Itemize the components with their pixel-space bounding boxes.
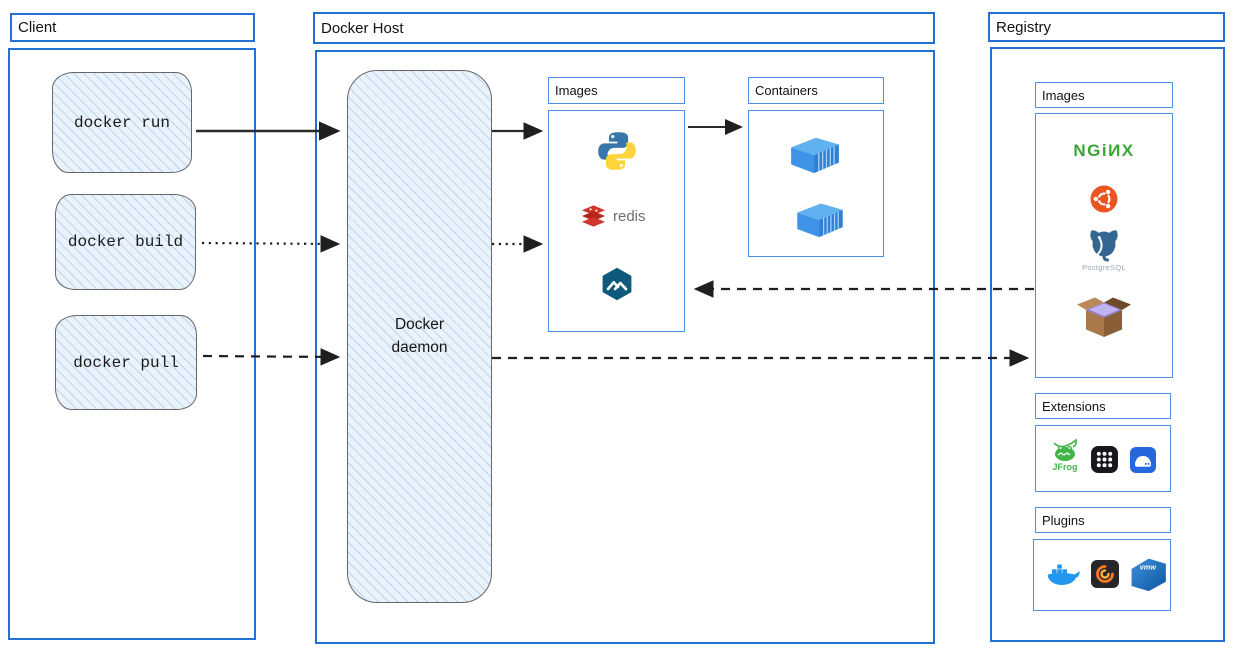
redis-label: redis [613,208,646,225]
registry-images-title-label: Images [1042,87,1085,103]
registry-title-label: Registry [996,18,1052,36]
registry-images-panel-title: Images [1035,82,1173,108]
vmware-label: vmw [1140,563,1158,572]
client-section-title: Client [10,13,255,42]
containers-panel-title: Containers [748,77,884,104]
jfrog-icon: JFrog [1048,438,1082,472]
docker-host-section-title: Docker Host [313,12,935,44]
plugins-panel-title: Plugins [1035,507,1171,533]
host-images-title-label: Images [555,83,598,98]
extensions-panel-title: Extensions [1035,393,1171,419]
alpine-icon [599,266,635,302]
containers-title-label: Containers [755,83,818,98]
docker-pull-box: docker pull [55,315,197,410]
docker-run-label: docker run [73,113,170,132]
container-icon [784,133,846,175]
ubuntu-icon [1089,184,1119,214]
host-images-panel-title: Images [548,77,685,104]
docker-build-label: docker build [67,233,184,251]
postgresql-icon: PostgreSQL [1082,228,1126,272]
plugins-title-label: Plugins [1042,512,1085,528]
container-icon [789,198,851,240]
docker-host-title-label: Docker Host [321,19,404,37]
jfrog-label: JFrog [1052,462,1078,472]
docker-daemon-box: Docker daemon [347,70,492,603]
package-box-icon [1076,295,1132,339]
docker-pull-label: docker pull [73,353,179,372]
docker-daemon-label: Docker daemon [391,316,448,356]
postgresql-label: PostgreSQL [1082,263,1126,272]
disk-drive-icon [1129,446,1157,474]
docker-run-box: docker run [52,72,192,173]
docker-build-box: docker build [55,194,196,290]
python-icon [594,128,639,173]
registry-section-title: Registry [988,12,1225,42]
nginx-label: NGiИX [1073,141,1135,160]
extensions-title-label: Extensions [1042,398,1106,414]
nginx-icon: NGiИX [1050,140,1158,162]
vmware-icon: vmw [1127,556,1167,592]
app-grid-icon [1090,445,1119,474]
docker-whale-icon [1046,562,1080,589]
grafana-icon [1090,559,1120,589]
redis-icon: redis [580,204,646,229]
client-title-label: Client [18,19,57,36]
